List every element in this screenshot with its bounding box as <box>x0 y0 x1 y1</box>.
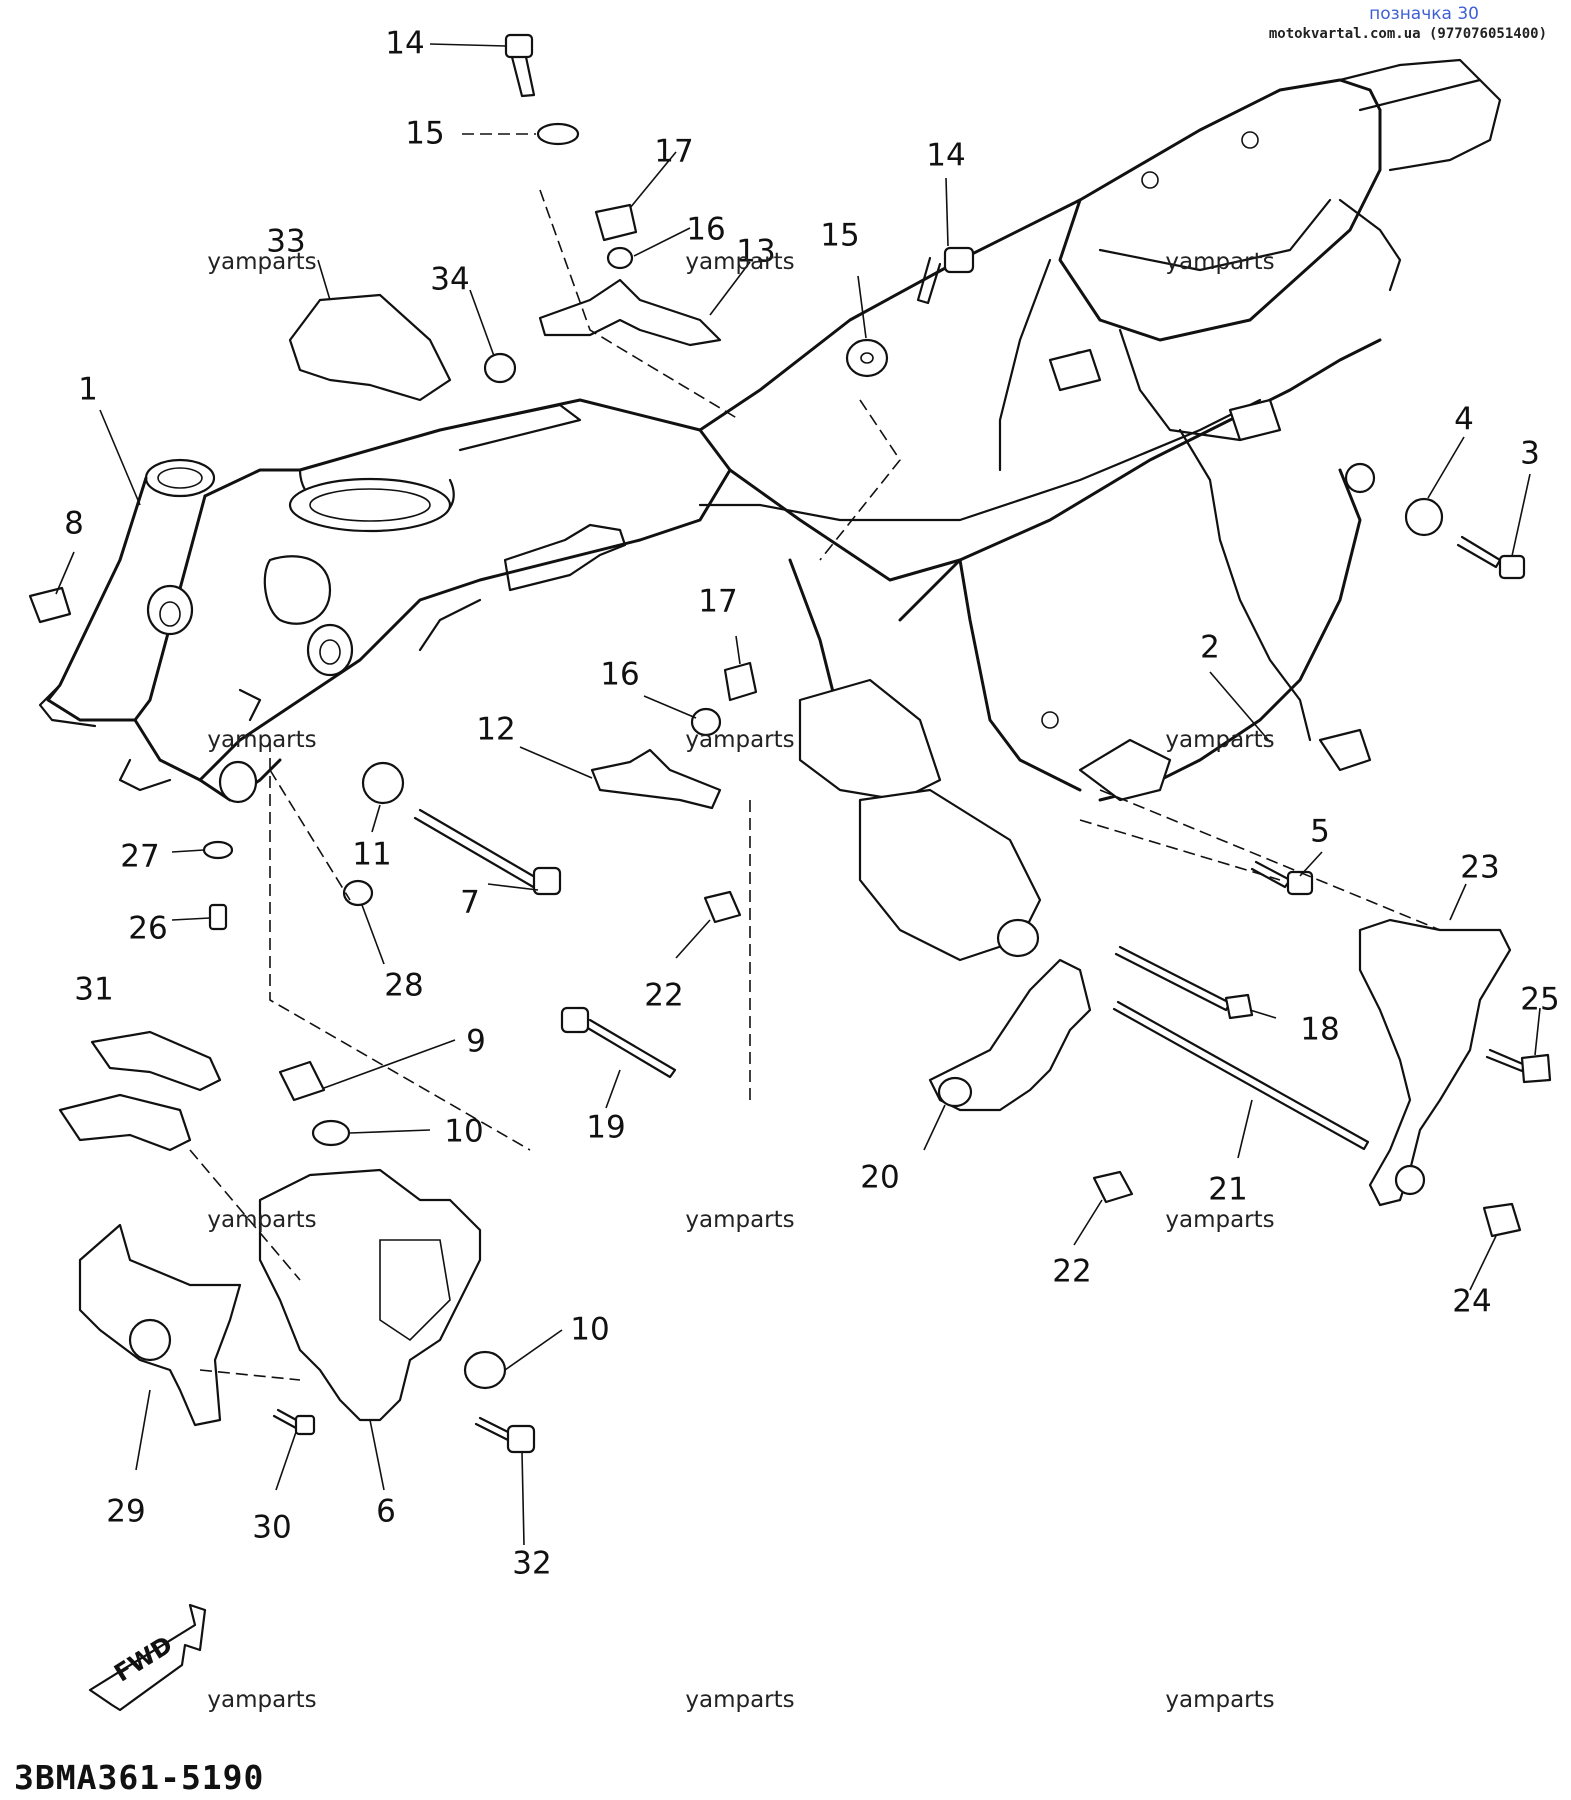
header-link[interactable]: позначка 30 <box>1369 4 1479 24</box>
callout-c13: 13 <box>736 233 776 270</box>
callout-c4: 4 <box>1454 401 1474 438</box>
callout-c16a: 16 <box>686 211 726 248</box>
callout-c1: 1 <box>78 371 98 408</box>
watermark-text: yamparts <box>1165 1687 1275 1713</box>
callout-c2: 2 <box>1200 629 1220 666</box>
callout-c12: 12 <box>476 711 516 748</box>
watermark-text: yamparts <box>685 727 795 753</box>
callout-c16b: 16 <box>600 656 640 693</box>
callout-c11: 11 <box>352 836 392 873</box>
leader-lines <box>55 43 1541 1546</box>
callout-c19: 19 <box>586 1109 626 1146</box>
rear-subframe <box>698 58 1502 962</box>
callout-c7: 7 <box>460 884 480 921</box>
callout-c18: 18 <box>1300 1011 1340 1048</box>
callout-c29: 29 <box>106 1493 146 1530</box>
callout-c10a: 10 <box>444 1113 484 1150</box>
callout-c14a: 14 <box>385 25 425 62</box>
watermark-text: yamparts <box>1165 727 1275 753</box>
watermark-text: yamparts <box>1165 1207 1275 1233</box>
watermark-text: yamparts <box>1165 249 1275 275</box>
callout-c20: 20 <box>860 1159 900 1196</box>
callout-c6: 6 <box>376 1493 396 1530</box>
watermark-text: yamparts <box>207 1207 317 1233</box>
header-source: motokvartal.com.ua (977076051400) <box>1268 26 1547 42</box>
callout-c26: 26 <box>128 910 168 947</box>
callout-c25: 25 <box>1520 981 1560 1018</box>
callout-c28: 28 <box>384 967 424 1004</box>
callout-c5: 5 <box>1310 813 1330 850</box>
callout-c22a: 22 <box>644 977 684 1014</box>
callout-c17a: 17 <box>654 133 694 170</box>
fasteners-parts <box>28 33 1552 1712</box>
diagram-code: 3BMA361-5190 <box>14 1758 265 1797</box>
callout-c24: 24 <box>1452 1283 1492 1320</box>
watermark-text: yamparts <box>685 249 795 275</box>
watermark-text: yamparts <box>207 727 317 753</box>
callout-c8: 8 <box>64 505 84 542</box>
callout-c22b: 22 <box>1052 1253 1092 1290</box>
watermark-text: yamparts <box>207 1687 317 1713</box>
callout-c23: 23 <box>1460 849 1500 886</box>
callout-c34: 34 <box>430 261 470 298</box>
callout-c32: 32 <box>512 1545 552 1582</box>
watermark-text: yamparts <box>685 1207 795 1233</box>
callout-c15a: 15 <box>405 115 445 152</box>
callout-c10b: 10 <box>570 1311 610 1348</box>
callout-c17b: 17 <box>698 583 738 620</box>
fwd-arrow-icon <box>88 1603 207 1712</box>
main-frame <box>38 398 732 804</box>
callout-c21: 21 <box>1208 1171 1248 1208</box>
callout-c3: 3 <box>1520 435 1540 472</box>
callout-c33: 33 <box>266 223 306 260</box>
watermark-text: yamparts <box>207 249 317 275</box>
callout-c31: 31 <box>74 971 114 1008</box>
callout-c30: 30 <box>252 1509 292 1546</box>
callout-c9: 9 <box>466 1023 486 1060</box>
callout-c14b: 14 <box>926 137 966 174</box>
watermark-text: yamparts <box>685 1687 795 1713</box>
callout-c27: 27 <box>120 838 160 875</box>
callout-c15b: 15 <box>820 217 860 254</box>
